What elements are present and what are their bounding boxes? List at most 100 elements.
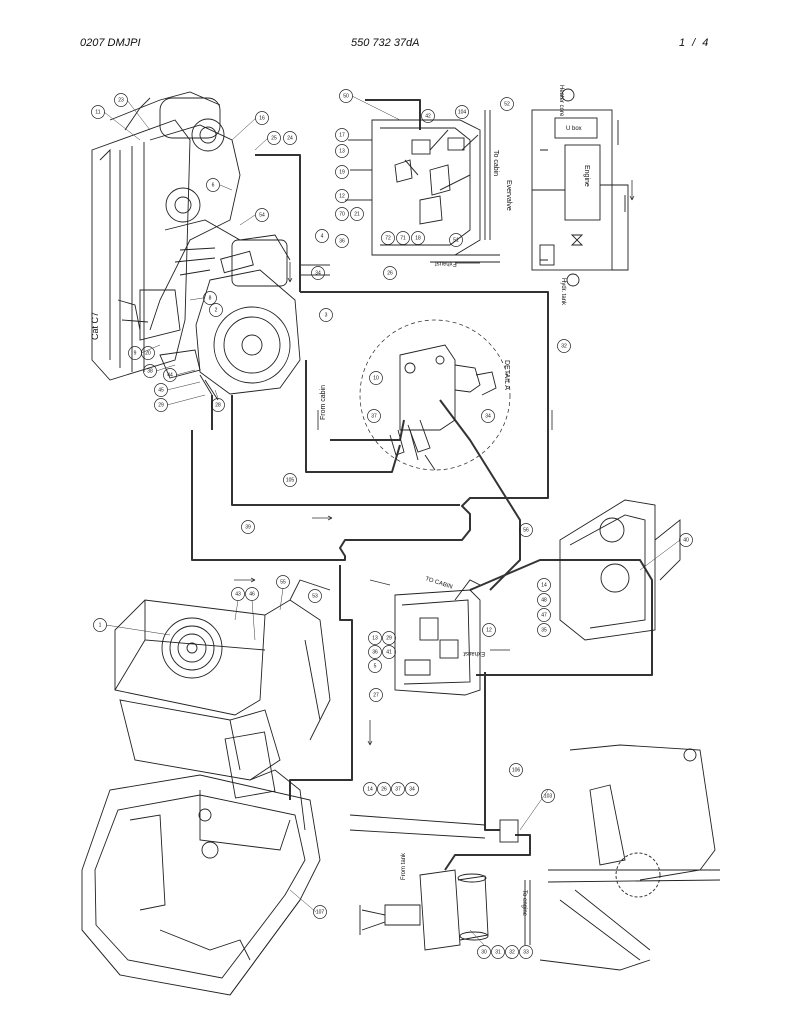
svg-text:17: 17 (339, 132, 345, 138)
svg-text:13: 13 (339, 148, 345, 154)
balloon-b01: 11 (91, 105, 105, 119)
svg-text:20: 20 (145, 350, 151, 356)
balloon-b40: 105 (283, 473, 297, 487)
balloon-b19: 104 (455, 105, 469, 119)
svg-text:8: 8 (209, 295, 212, 301)
hose-engine-top (255, 154, 301, 292)
exhaust-mid-label: Exhaust (463, 650, 485, 656)
svg-text:105: 105 (286, 477, 295, 483)
svg-text:28: 28 (215, 402, 221, 408)
machine-frame (81, 769, 321, 996)
balloon-b62: 26 (377, 782, 391, 796)
hose-to-valve (289, 565, 353, 800)
svg-text:35: 35 (541, 627, 547, 633)
svg-text:45: 45 (158, 387, 164, 393)
balloon-b18: 42 (421, 109, 435, 123)
svg-text:71: 71 (400, 235, 406, 241)
balloon-b05: 24 (283, 131, 297, 145)
balloon-b45: 43 (231, 587, 245, 601)
svg-text:16: 16 (259, 115, 265, 121)
balloon-b49: 27 (369, 688, 383, 702)
svg-text:103: 103 (544, 793, 553, 799)
detail-a-label: DETAIL A (503, 360, 510, 390)
svg-text:54: 54 (259, 212, 265, 218)
balloon-b46: 46 (245, 587, 259, 601)
balloon-b47: 55 (276, 575, 290, 589)
balloon-b69: 32 (505, 945, 519, 959)
svg-text:27: 27 (373, 692, 379, 698)
valve-bracket (371, 110, 500, 263)
cat-c7-label: Cat C7 (90, 312, 100, 340)
svg-text:32: 32 (509, 949, 515, 955)
balloon-b38: 37 (367, 409, 381, 423)
svg-text:6: 6 (212, 182, 215, 188)
svg-text:12: 12 (339, 193, 345, 199)
svg-text:39: 39 (245, 524, 251, 530)
svg-text:56: 56 (523, 527, 529, 533)
evervalve-label: Evervalve (505, 180, 512, 211)
part-balloons: 11 23 16 25 24 6 54 8 2 9 20 38 44 45 29… (91, 89, 693, 959)
balloon-b63: 37 (391, 782, 405, 796)
balloon-b23: 19 (335, 165, 349, 179)
balloon-b70: 33 (519, 945, 533, 959)
balloon-b59: 41 (382, 645, 396, 659)
page-number: 1 / 4 (679, 37, 709, 49)
balloon-b65: 103 (541, 789, 555, 803)
from-tank-label: From tank (401, 852, 407, 880)
balloon-b29: 18 (411, 231, 425, 245)
svg-text:53: 53 (312, 593, 318, 599)
svg-text:1: 1 (99, 622, 102, 628)
balloon-b21: 17 (335, 128, 349, 142)
svg-text:4: 4 (321, 233, 324, 239)
svg-text:33: 33 (523, 949, 529, 955)
hose-to-filter (484, 672, 500, 831)
balloon-b61: 14 (363, 782, 377, 796)
svg-text:40: 40 (683, 537, 689, 543)
svg-text:43: 43 (235, 591, 241, 597)
balloon-b09: 2 (209, 303, 223, 317)
balloon-b26: 21 (350, 207, 364, 221)
hose-return (231, 395, 460, 506)
balloon-b17: 50 (339, 89, 353, 103)
hose-cabin-top (365, 99, 421, 130)
balloon-b22: 13 (335, 144, 349, 158)
svg-text:37: 37 (371, 413, 377, 419)
balloon-b32: 36 (335, 234, 349, 248)
balloon-b36: 32 (557, 339, 571, 353)
svg-text:10: 10 (373, 375, 379, 381)
balloon-b37: 10 (369, 371, 383, 385)
svg-text:31: 31 (495, 949, 501, 955)
balloon-b60: 106 (509, 763, 523, 777)
svg-text:18: 18 (415, 235, 421, 241)
svg-text:2: 2 (215, 307, 218, 313)
svg-text:104: 104 (458, 109, 467, 115)
svg-text:52: 52 (504, 101, 510, 107)
detail-a-view (359, 319, 511, 471)
svg-text:3: 3 (325, 312, 328, 318)
svg-text:37: 37 (395, 786, 401, 792)
balloon-b43: 40 (679, 533, 693, 547)
svg-text:14: 14 (367, 786, 373, 792)
engine-label: Engine (583, 165, 590, 187)
svg-text:48: 48 (541, 597, 547, 603)
balloon-b51: 47 (537, 608, 551, 622)
svg-text:51: 51 (453, 237, 459, 243)
balloon-b42: 56 (519, 523, 533, 537)
balloon-b48: 53 (308, 589, 322, 603)
hose-heater (439, 399, 521, 591)
balloon-b33: 34 (311, 266, 325, 280)
balloon-b06: 6 (206, 178, 220, 192)
balloon-b64: 34 (405, 782, 419, 796)
balloon-b50: 35 (537, 623, 551, 637)
balloon-b13: 44 (163, 368, 177, 382)
hose-right-link (469, 559, 653, 676)
svg-text:38: 38 (147, 368, 153, 374)
radiator-assembly (114, 579, 331, 799)
svg-text:25: 25 (271, 135, 277, 141)
balloon-b02: 23 (114, 93, 128, 107)
svg-text:26: 26 (381, 786, 387, 792)
hose-from-cabin (305, 360, 401, 473)
svg-text:46: 46 (249, 591, 255, 597)
svg-text:34: 34 (409, 786, 415, 792)
filter-assembly (349, 814, 531, 951)
